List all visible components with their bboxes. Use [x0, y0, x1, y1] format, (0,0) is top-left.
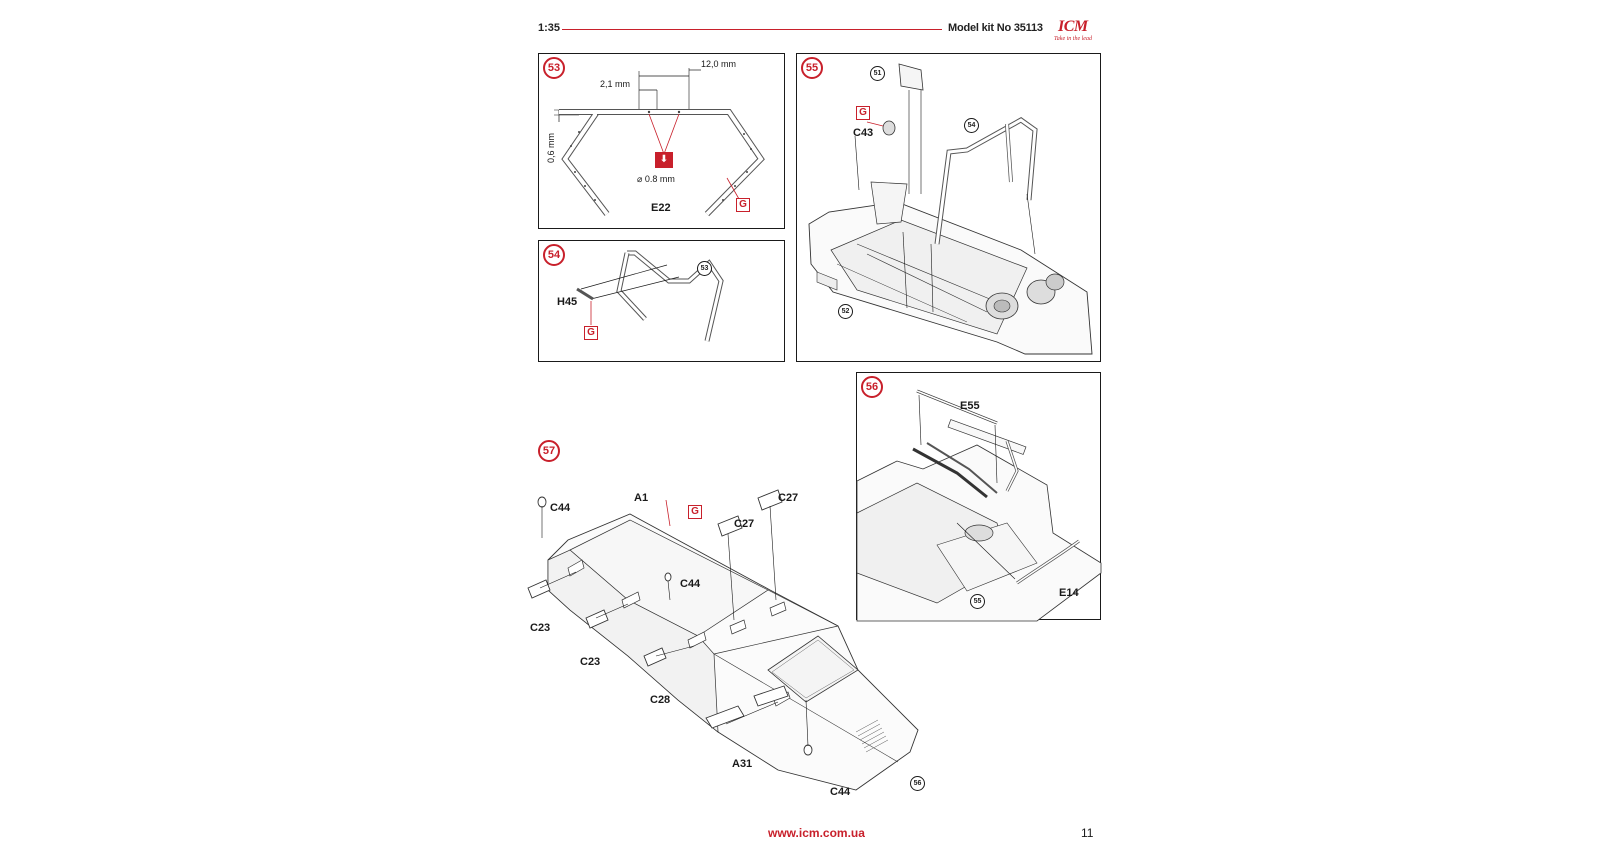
step-55-number: 55	[801, 57, 823, 79]
step-54-number: 54	[543, 244, 565, 266]
step-53-panel: 53 12,0 mm 2,1 mm 0,6 mm ⬇ ⌀ 0.8 mm E22 …	[538, 53, 785, 229]
ref-step-56: 56	[910, 776, 925, 791]
step-56-number: 56	[861, 376, 883, 398]
brand-logo: ICM Take in the lead	[1046, 18, 1100, 46]
part-h45: H45	[557, 296, 578, 308]
dimension-thickness: 0,6 mm	[546, 132, 556, 163]
part-c44-top: C44	[550, 502, 571, 514]
paint-g-marker: G	[736, 198, 750, 212]
part-a31: A31	[732, 758, 753, 770]
part-c44-bottom: C44	[830, 786, 851, 798]
kit-number: Model kit No 35113	[948, 22, 1043, 34]
step-55-panel: 55 51 G C43 54 52	[796, 53, 1101, 362]
dimension-gap: 2,1 mm	[600, 79, 631, 89]
step-53-drawing	[539, 54, 786, 230]
dimension-overall: 12,0 mm	[701, 59, 737, 69]
step-56-panel: 56 E55 E14 55	[856, 372, 1101, 620]
step-57-drawing	[538, 440, 958, 810]
step-57-number: 57	[538, 440, 560, 462]
drill-diameter: ⌀ 0.8 mm	[637, 174, 675, 184]
part-c28: C28	[650, 694, 671, 706]
part-c23-right: C23	[580, 656, 601, 668]
step-57-area: 57 C44 A1 G C27 C27 C44 C23 C23 C28 A31 …	[538, 440, 958, 810]
paint-g-marker: G	[688, 505, 702, 519]
ref-step-52: 52	[838, 304, 853, 319]
paint-g-marker: G	[584, 326, 598, 340]
scale-label: 1:35	[538, 22, 561, 34]
step-54-panel: 54 53 H45 G	[538, 240, 785, 362]
part-e14: E14	[1059, 587, 1079, 599]
part-c27-left: C27	[734, 518, 755, 530]
ref-step-53: 53	[697, 261, 712, 276]
page-number: 11	[1081, 826, 1094, 840]
ref-step-51: 51	[870, 66, 885, 81]
step-53-number: 53	[543, 57, 565, 79]
brand-tagline: Take in the lead	[1054, 36, 1092, 42]
step-54-drawing	[539, 241, 786, 363]
ref-step-54: 54	[964, 118, 979, 133]
part-a1: A1	[634, 492, 649, 504]
part-e22: E22	[651, 202, 671, 214]
step-55-drawing	[797, 54, 1102, 363]
part-c43: C43	[853, 127, 874, 139]
part-e55: E55	[960, 400, 980, 412]
part-c44-mid: C44	[680, 578, 701, 590]
ref-step-55: 55	[970, 594, 985, 609]
part-c23-left: C23	[530, 622, 551, 634]
paint-g-marker: G	[856, 106, 870, 120]
part-c27-right: C27	[778, 492, 799, 504]
step-56-drawing	[857, 373, 1102, 621]
footer-url[interactable]: www.icm.com.ua	[768, 826, 865, 840]
brand-name: ICM	[1058, 18, 1088, 35]
drill-icon: ⬇	[655, 152, 673, 168]
header-rule	[562, 29, 942, 30]
